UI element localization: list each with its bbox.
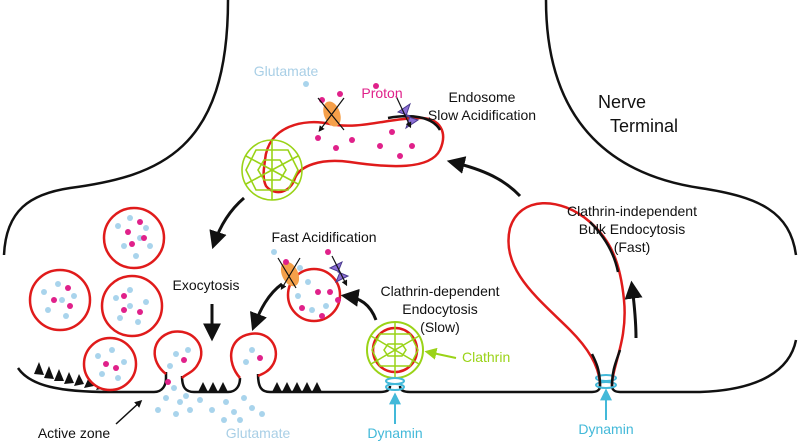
released-glutamate <box>155 347 265 423</box>
cde-label: Clathrin-dependent <box>380 283 499 299</box>
arrow-bulk-up <box>624 280 643 339</box>
clathrin-coated-vesicle <box>366 321 424 379</box>
terminal-membrane-right <box>544 0 798 256</box>
cie-label-2: Bulk Endocytosis <box>579 221 686 237</box>
active-zone-pointer <box>115 399 143 425</box>
fusing-vesicle <box>153 330 203 379</box>
cie-label-3: (Fast) <box>614 239 651 255</box>
arrow-bulk-to-endosome <box>446 156 522 198</box>
fast-acidification-label: Fast Acidification <box>271 229 376 245</box>
glutamate-top-label: Glutamate <box>254 63 319 79</box>
clathrin-pointer <box>424 347 457 360</box>
clathrin-cage-icon <box>241 139 303 201</box>
nerve-terminal-label-2: Terminal <box>610 116 678 136</box>
fast-acidification-vesicle <box>271 249 350 323</box>
active-zone-spikes <box>34 362 322 392</box>
pathway-arrows <box>203 156 643 342</box>
cde-label-2: Endocytosis <box>402 301 477 317</box>
proton-label: Proton <box>361 85 402 101</box>
endosome <box>241 81 445 201</box>
dynamin-ring-right <box>595 374 617 389</box>
exocytosis-label: Exocytosis <box>173 277 240 293</box>
arrow-cde-to-fast <box>340 288 378 321</box>
cde-label-3: (Slow) <box>420 319 460 335</box>
vesicle <box>102 206 166 270</box>
dynamin-left-label: Dynamin <box>367 425 422 441</box>
cie-label: Clathrin-independent <box>567 203 697 219</box>
dynamin-right-label: Dynamin <box>578 421 633 437</box>
active-zone-label: Active zone <box>38 425 111 441</box>
fused-vesicle <box>229 332 278 379</box>
vesicle-contents <box>41 215 153 381</box>
terminal-membrane <box>2 0 230 256</box>
nerve-terminal-label: Nerve <box>598 92 646 112</box>
dynamin-ring-left <box>385 377 405 391</box>
endosome-label: Endosome <box>449 89 516 105</box>
glutamate-bottom-label: Glutamate <box>226 425 291 441</box>
arrow-endosome-to-pool <box>209 196 245 250</box>
endosome-label-2: Slow Acidification <box>428 107 536 123</box>
arrow-fast-to-release <box>249 282 283 332</box>
vesicle <box>82 336 138 392</box>
bulk-endocytosis-membrane <box>507 201 626 387</box>
clathrin-label: Clathrin <box>462 349 510 365</box>
